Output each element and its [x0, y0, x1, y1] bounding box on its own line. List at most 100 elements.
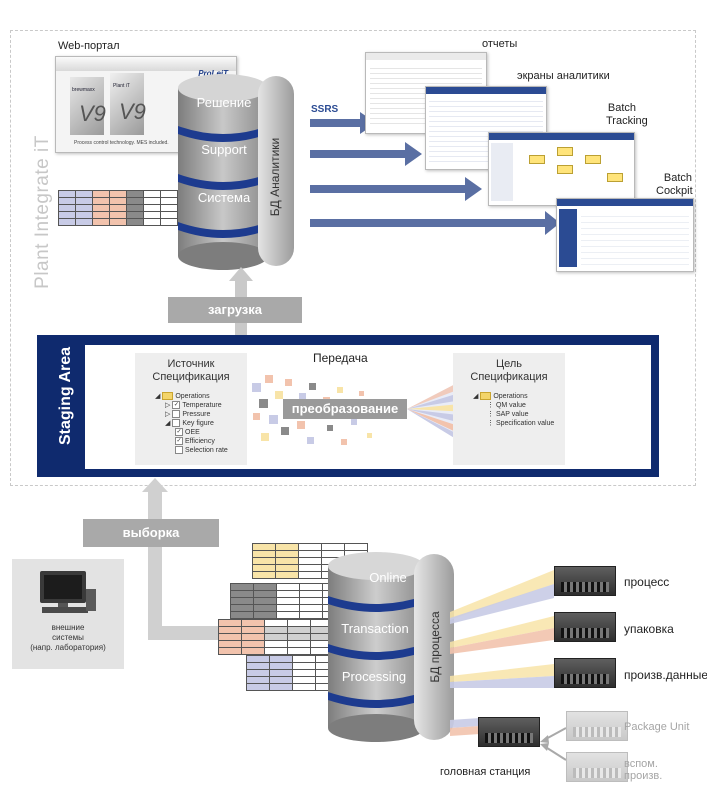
batch-tracking-line-2: Tracking — [606, 115, 648, 127]
version-mark-1: V9 — [79, 101, 106, 126]
analytics-db-cylinder — [178, 74, 294, 270]
transfer-label: Передача — [313, 351, 368, 365]
target-item-qm[interactable]: ⋮ QM value — [487, 402, 526, 409]
ssrs-label: SSRS — [311, 104, 339, 115]
batch-tracking-screenshot: Batch Tracker — [488, 132, 635, 206]
batch-cockpit-content — [581, 211, 689, 267]
cylinder-layer-support: Support — [201, 142, 247, 157]
checkbox-icon[interactable] — [172, 419, 181, 428]
server-icon-auxiliary — [566, 752, 628, 782]
head-station-label: головная станция — [440, 766, 531, 778]
cylinder-layer-online: Online — [369, 570, 407, 585]
product-box-2-label: Plant iT — [113, 83, 130, 89]
external-systems-box: внешние системы (напр. лаборатория) — [12, 559, 124, 669]
external-line-3: (напр. лаборатория) — [30, 643, 106, 652]
batch-node-1 — [529, 155, 545, 164]
source-tree: ◢ Operations ▷ ✓Temperature ▷ Pressure ◢… — [155, 392, 247, 455]
server-label-process: процесс — [624, 575, 670, 589]
checkbox-icon[interactable] — [175, 446, 183, 455]
output-arrows — [310, 112, 560, 235]
aux-line-1: вспом. — [624, 758, 658, 770]
batch-cockpit-sidebar — [559, 209, 577, 267]
cylinder-layer-transaction: Transaction — [341, 621, 409, 636]
target-item-sap[interactable]: ⋮ SAP value — [487, 411, 529, 418]
target-item-spec[interactable]: ⋮ Specification value — [487, 420, 555, 427]
product-box-1: brewmaxx V9 — [70, 77, 106, 135]
staging-inner: Источник Спецификация ◢ Operations ▷ ✓Te… — [85, 345, 651, 469]
web-portal-label: Web-портал — [58, 40, 120, 52]
checkbox-icon[interactable] — [172, 410, 181, 419]
output-label-reports: отчеты — [482, 38, 518, 50]
source-tree-root[interactable]: ◢ Operations — [155, 392, 210, 401]
batch-cockpit-screenshot: F11 production - this week — [556, 198, 694, 272]
external-systems-label: внешние системы (напр. лаборатория) — [12, 623, 124, 653]
target-title-line-2: Спецификация — [470, 371, 548, 383]
cylinder-layer-system: Система — [197, 190, 251, 205]
external-line-2: системы — [52, 633, 84, 642]
analytics-db-label: БД Аналитики — [268, 137, 282, 217]
batch-tracking-line-1: Batch — [607, 102, 636, 114]
checkbox-icon[interactable]: ✓ — [175, 428, 183, 437]
target-title-line-1: Цель — [495, 358, 523, 370]
process-table-yellow — [252, 543, 368, 579]
load-button: загрузка — [168, 297, 302, 323]
target-tree-root[interactable]: ◢ Operations — [473, 392, 528, 401]
staging-area-title: Staging Area — [57, 346, 74, 446]
portal-caption: Process control technology. MES included… — [74, 140, 169, 146]
server-icon-packaging — [554, 612, 616, 642]
computer-icon — [40, 571, 96, 613]
frame-title: Plant Integrate iT — [32, 135, 53, 289]
folder-icon — [480, 392, 492, 401]
folder-icon — [162, 392, 174, 401]
server-label-production-data: произв.данные — [624, 668, 707, 682]
sample-button: выборка — [83, 519, 219, 547]
server-icon-head-station — [478, 717, 540, 747]
external-line-1: внешние — [51, 623, 85, 632]
source-spec-box: Источник Спецификация ◢ Operations ▷ ✓Te… — [135, 353, 247, 465]
source-spec-title: Источник Спецификация — [135, 358, 247, 384]
package-unit-label: Package Unit — [624, 721, 690, 733]
server-icon-package-unit — [566, 711, 628, 741]
arrow-reports — [310, 112, 376, 134]
batch-node-3 — [557, 165, 573, 174]
checkbox-icon[interactable]: ✓ — [175, 437, 183, 446]
batch-node-5 — [607, 173, 623, 182]
batch-node-4 — [585, 155, 601, 164]
transform-label: преобразование — [283, 399, 407, 419]
analytics-bar: Dashboard — [426, 87, 546, 102]
source-item-pressure[interactable]: ▷ Pressure — [165, 410, 211, 419]
cylinder-layer-processing: Processing — [341, 669, 407, 684]
arrow-batch-cockpit — [310, 211, 560, 235]
portal-header — [56, 57, 236, 71]
arrow-analytics — [310, 142, 422, 166]
product-box-1-label: brewmaxx — [72, 87, 95, 93]
source-data-table — [58, 190, 178, 226]
portal-brand: ProLeiT — [198, 69, 228, 78]
product-box-2: Plant iT V9 — [110, 73, 146, 135]
aux-line-2: произв. — [624, 770, 663, 782]
server-icon-process — [554, 566, 616, 596]
source-item-oee[interactable]: ✓OEE — [175, 428, 200, 437]
batch-node-2 — [557, 147, 573, 156]
batch-cockpit-line-2: Cockpit — [656, 185, 693, 197]
batch-cockpit-line-1: Batch — [663, 172, 692, 184]
analytics-screenshot: Dashboard — [425, 86, 547, 170]
server-connections — [450, 570, 554, 736]
target-spec-title: Цель Спецификация — [453, 358, 565, 384]
faded-unit-arrows — [540, 727, 567, 761]
source-item-temperature[interactable]: ▷ ✓Temperature — [165, 401, 222, 410]
reports-bar — [366, 53, 486, 60]
cylinder-layer-solution: Решение — [196, 95, 252, 110]
output-label-batch-tracking: Batch Tracking — [606, 102, 648, 128]
analytics-window-title: Dashboard — [430, 96, 455, 102]
source-item-selection-rate[interactable]: Selection rate — [155, 446, 247, 455]
source-item-key-figure[interactable]: ◢ Key figure — [165, 419, 214, 428]
checkbox-icon[interactable]: ✓ — [172, 401, 181, 410]
output-label-batch-cockpit: Batch Cockpit — [656, 172, 693, 198]
output-label-analytics: экраны аналитики — [517, 70, 610, 82]
process-db-cylinder — [328, 552, 454, 742]
staging-area: Staging Area Источник Спецификация ◢ Ope… — [37, 335, 659, 477]
batch-tracking-sidebar — [491, 143, 513, 201]
source-item-efficiency[interactable]: ✓Efficiency — [175, 437, 215, 446]
target-spec-box: Цель Спецификация ◢ Operations ⋮ QM valu… — [453, 353, 565, 465]
